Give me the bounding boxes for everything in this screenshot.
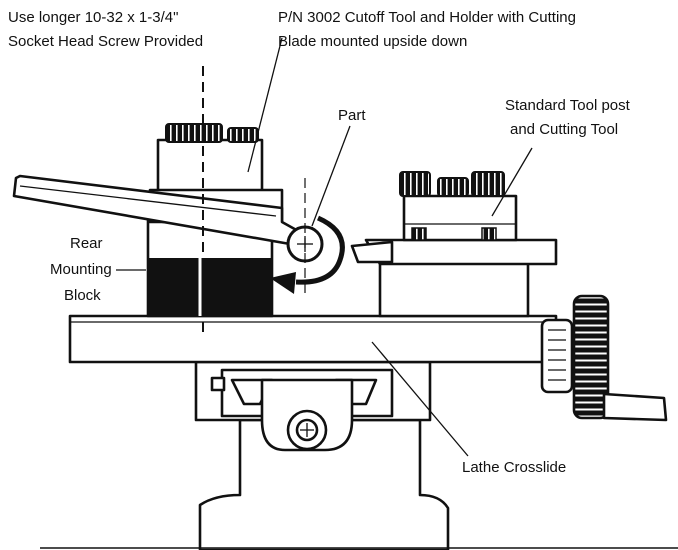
tool-post-label: Standard Tool post [505,97,631,114]
rear-mounting-block [146,218,274,318]
cutoff-tool-label: Blade mounted upside down [278,33,467,50]
workpiece-part [270,178,345,296]
leader-lines [116,37,533,457]
rear-block-label: Mounting [50,261,112,278]
cutoff-holder-screws [165,123,259,143]
cutoff-blade [12,174,302,246]
part-label: Part [338,107,366,124]
tool-post-label: and Cutting Tool [510,121,618,138]
rotation-arrow-icon [270,272,296,294]
screw-label: Use longer 10-32 x 1-3/4" [8,9,178,26]
screw-label: Socket Head Screw Provided [8,33,203,50]
lathe-crosslide-table [68,314,558,364]
cutoff-tool-label: P/N 3002 Cutoff Tool and Holder with Cut… [278,9,576,26]
rear-block-label: Block [64,287,101,304]
crosslide-label: Lathe Crosslide [462,459,566,476]
lathe-saddle [194,360,450,550]
labels: Use longer 10-32 x 1-3/4" Socket Head Sc… [8,9,631,476]
standard-tool-post [350,171,558,318]
rear-block-label: Rear [70,235,103,252]
handwheel [540,294,668,422]
